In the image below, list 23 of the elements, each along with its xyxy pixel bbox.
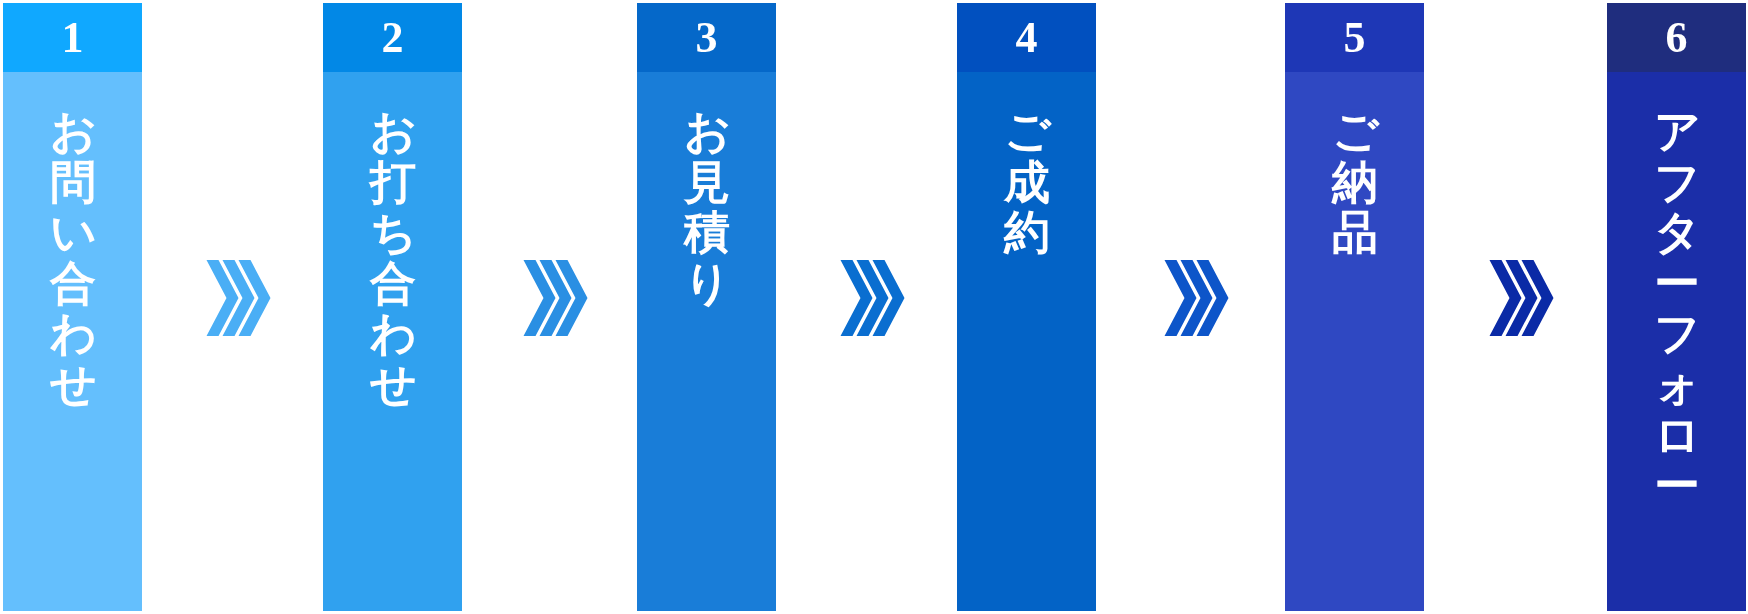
step-number: 3	[695, 15, 718, 60]
step-label: ご納品	[1331, 106, 1378, 258]
step-column	[957, 3, 1096, 611]
step-column	[323, 3, 462, 611]
step-label: お打ち合わせ	[369, 106, 416, 410]
step-label: お問い合わせ	[49, 106, 96, 410]
chevron-arrow	[1489, 260, 1554, 336]
step-label: アフターフォロー	[1653, 106, 1700, 511]
step-label: お見積り	[683, 106, 730, 309]
step-number: 2	[381, 15, 404, 60]
step-column	[1285, 3, 1424, 611]
chevron-arrow	[206, 260, 271, 336]
chevron-arrow	[840, 260, 905, 336]
step-label: ご成約	[1003, 106, 1050, 258]
step-column	[637, 3, 776, 611]
step-column	[1607, 3, 1746, 611]
chevron-arrow	[523, 260, 588, 336]
step-number: 6	[1665, 15, 1688, 60]
step-number: 4	[1015, 15, 1038, 60]
step-number: 5	[1343, 15, 1366, 60]
chevron-arrow	[1164, 260, 1229, 336]
step-number: 1	[61, 15, 84, 60]
step-column	[3, 3, 142, 611]
